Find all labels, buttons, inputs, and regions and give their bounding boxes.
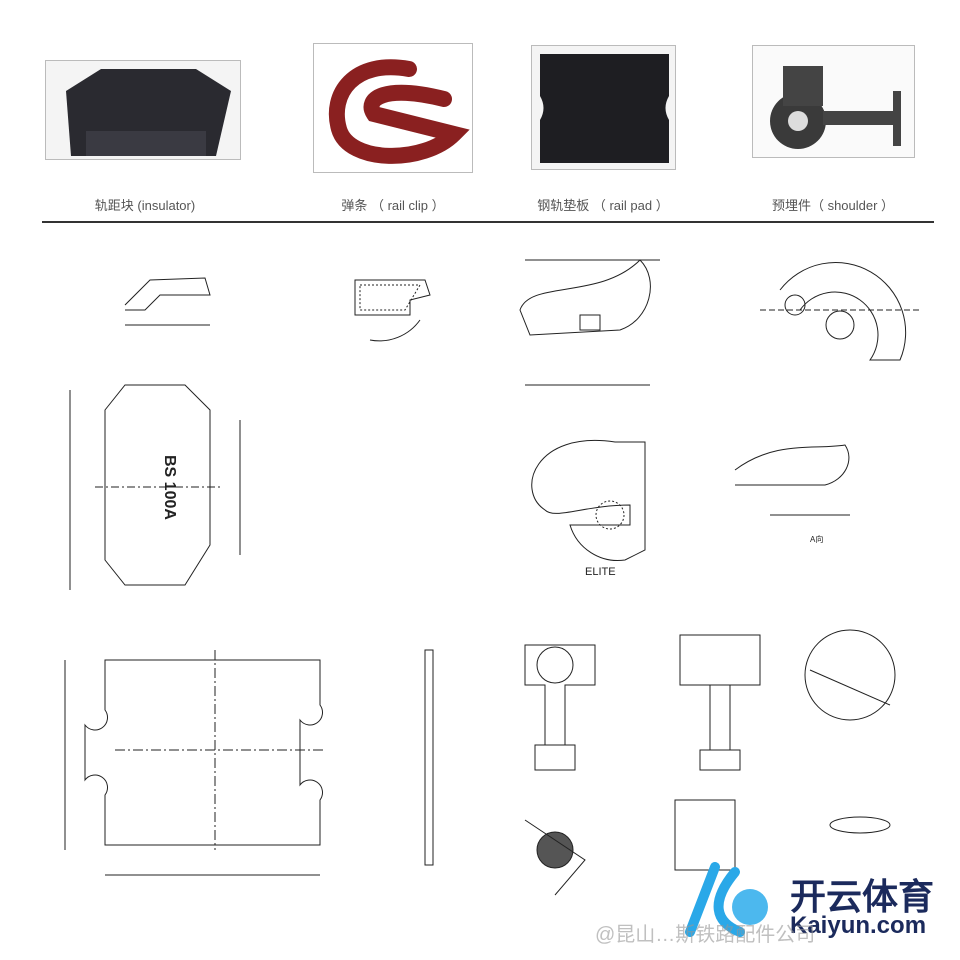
clip-section-drawing (354, 279, 431, 342)
clip-a-view-drawing: A向 (734, 444, 850, 544)
a-view-label: A向 (810, 534, 823, 544)
rail-pad-plan-drawing (64, 650, 325, 876)
clip-plan-drawing: ELITE (531, 439, 646, 578)
rail-clip-photo (313, 43, 473, 173)
insulator-top-drawing: BS 100A (69, 384, 241, 590)
shoulder-detail-drawing-2 (679, 634, 761, 771)
shoulder-detail-drawing-4 (674, 799, 736, 871)
watermark-brand-en: Kaiyun.com (790, 912, 927, 939)
caption-rail-pad: 钢轨垫板 （ rail pad ） (537, 198, 669, 213)
caption-shoulder: 预埋件（ shoulder ） (771, 198, 895, 213)
watermark-logo (680, 862, 780, 937)
caption-rail-clip: 弹条 （ rail clip ） (341, 198, 445, 213)
shoulder-side-drawing (760, 262, 920, 361)
shoulder-detail-drawing-5 (829, 816, 891, 834)
insulator-photo (45, 60, 241, 160)
divider (42, 221, 934, 223)
shoulder-section-drawing (524, 819, 586, 896)
shoulder-detail-drawing-3 (804, 629, 896, 721)
rail-pad-photo (531, 45, 676, 170)
clip-top-drawing (519, 259, 660, 386)
rail-pad-side-drawing (424, 649, 434, 866)
watermark-source: @昆山…斯铁路配件公司 (595, 924, 816, 946)
shoulder-detail-drawing-1 (524, 644, 596, 771)
insulator-side-drawing (124, 277, 211, 326)
shoulder-photo (752, 45, 915, 158)
insulator-mark: BS 100A (161, 455, 178, 520)
caption-insulator: 轨距块 (insulator) (94, 198, 196, 213)
clip-mark: ELITE (585, 566, 616, 578)
watermark-brand-cn: 开云体育 (790, 876, 935, 917)
